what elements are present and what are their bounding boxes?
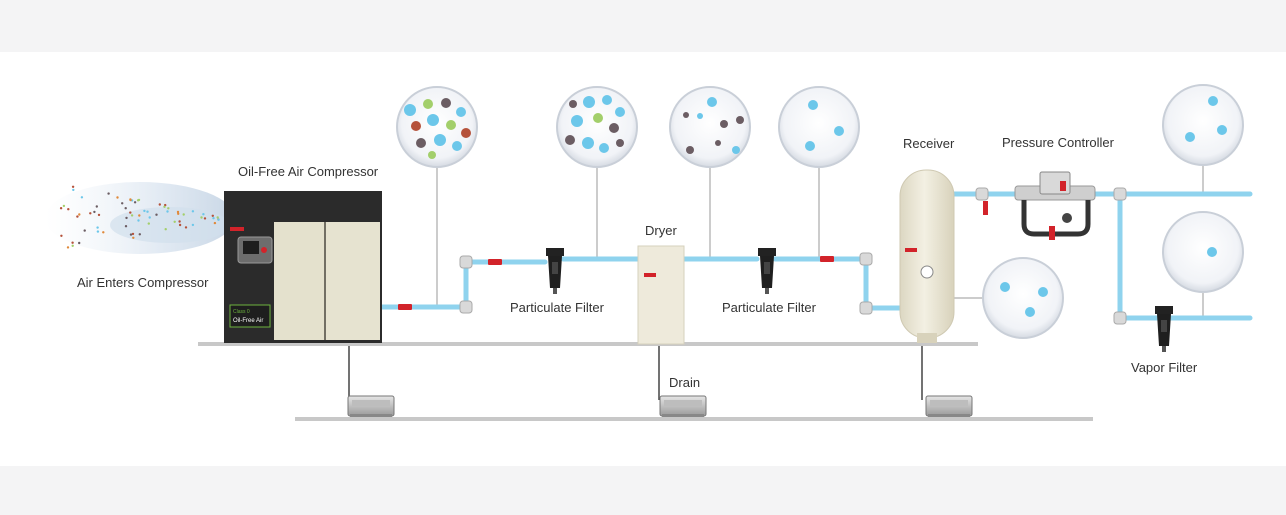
drain-trap-icon	[925, 395, 973, 417]
filter-icon	[758, 248, 776, 294]
filter-icon	[546, 248, 564, 294]
compressor-oil-free-label: Oil-Free Air	[233, 318, 263, 324]
valve-icon	[398, 201, 988, 310]
contaminant-bubble-2	[556, 86, 638, 168]
pressure-controller-unit	[1014, 171, 1096, 240]
brand-logo-icon	[230, 227, 244, 231]
label-compressor: Oil-Free Air Compressor	[238, 164, 379, 179]
contaminant-bubble-6	[1162, 84, 1244, 166]
label-vapor-filter: Vapor Filter	[1131, 360, 1198, 375]
contaminant-bubble-3	[669, 86, 751, 168]
lower-floor-line	[295, 417, 1093, 421]
pressure-gauge-icon	[920, 265, 934, 279]
label-particulate-filter-2: Particulate Filter	[722, 300, 816, 315]
compressor-class-label: Class 0	[233, 309, 250, 315]
bottom-band	[0, 466, 1286, 515]
pipe-fittings	[459, 187, 1127, 325]
oil-free-compressor	[224, 191, 382, 343]
top-band	[0, 0, 1286, 52]
drain-lines	[348, 346, 923, 400]
contaminant-bubble-4	[778, 86, 860, 168]
label-particulate-filter-1: Particulate Filter	[510, 300, 604, 315]
drain-trap-icon	[659, 395, 707, 417]
contaminant-bubble-5	[982, 257, 1064, 339]
label-drain: Drain	[669, 375, 701, 390]
receiver-tank	[899, 169, 955, 343]
contaminant-bubble-1	[396, 86, 478, 168]
label-dryer: Dryer	[645, 223, 677, 238]
label-air-enters: Air Enters Compressor	[77, 275, 209, 290]
filter-icon	[1155, 306, 1173, 352]
drain-trap-icon	[347, 395, 395, 417]
upper-floor-line	[198, 342, 978, 346]
contaminant-bubble-7	[1162, 211, 1244, 293]
callout-lines	[436, 165, 1204, 318]
label-pressure-controller: Pressure Controller	[1002, 135, 1114, 150]
air-particles	[59, 185, 220, 249]
label-receiver: Receiver	[903, 136, 955, 151]
dryer-unit	[637, 245, 685, 345]
